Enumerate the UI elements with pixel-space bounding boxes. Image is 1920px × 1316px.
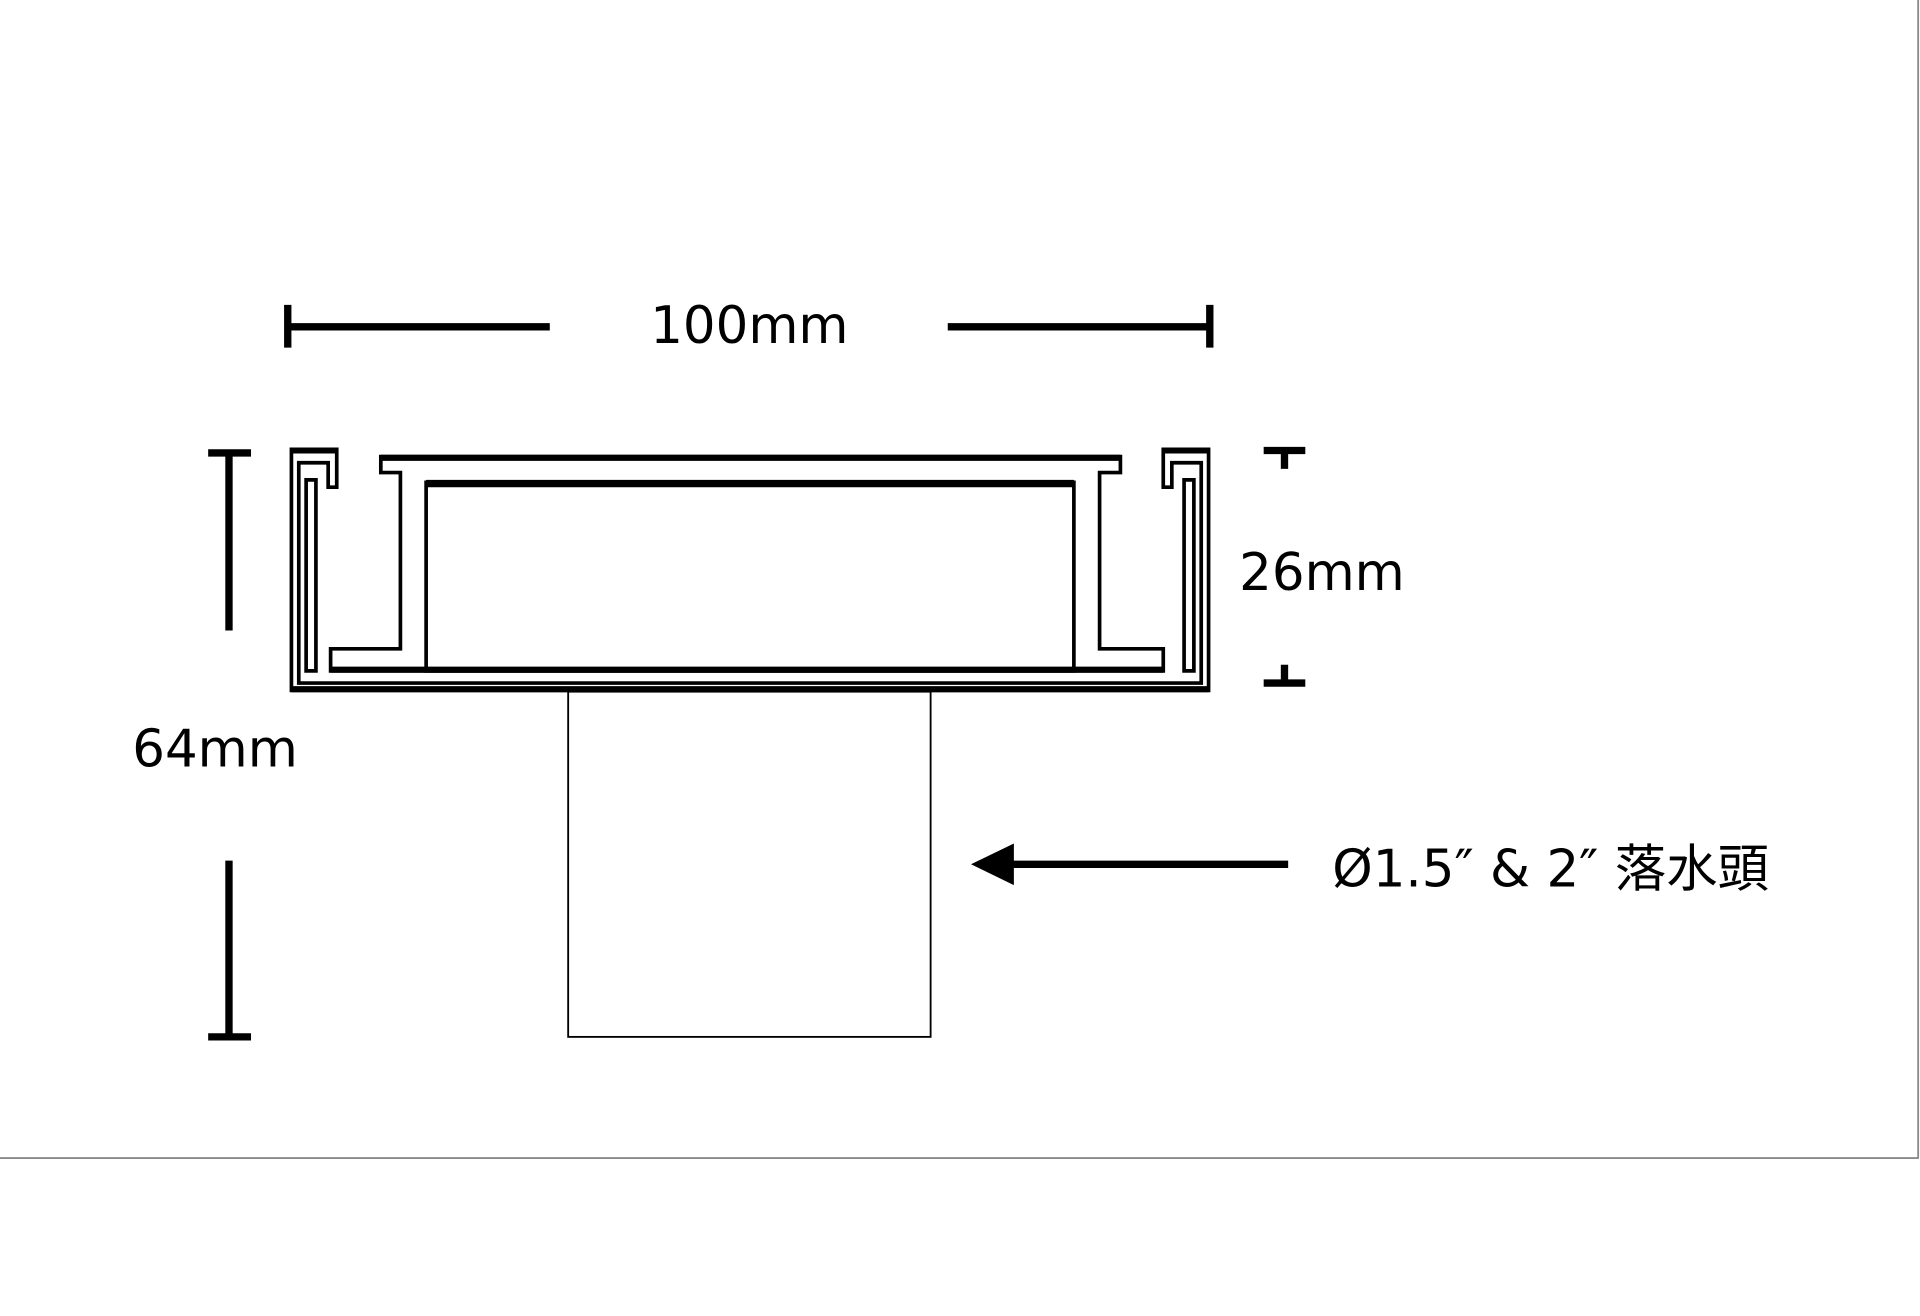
total-height-label: 64mm bbox=[132, 719, 298, 779]
width-label: 100mm bbox=[650, 296, 848, 356]
width-dimension bbox=[284, 304, 1214, 348]
frame-height-label: 26mm bbox=[1239, 543, 1405, 603]
outlet-pipe bbox=[567, 690, 932, 1038]
frame-height-dimension bbox=[1263, 446, 1306, 687]
channel-profile bbox=[289, 447, 1211, 693]
pipe-callout-label: Ø1.5″ & 2″ 落水頭 bbox=[1332, 839, 1769, 899]
arrow-left-icon bbox=[971, 843, 1289, 886]
total-height-dimension bbox=[208, 449, 252, 1041]
